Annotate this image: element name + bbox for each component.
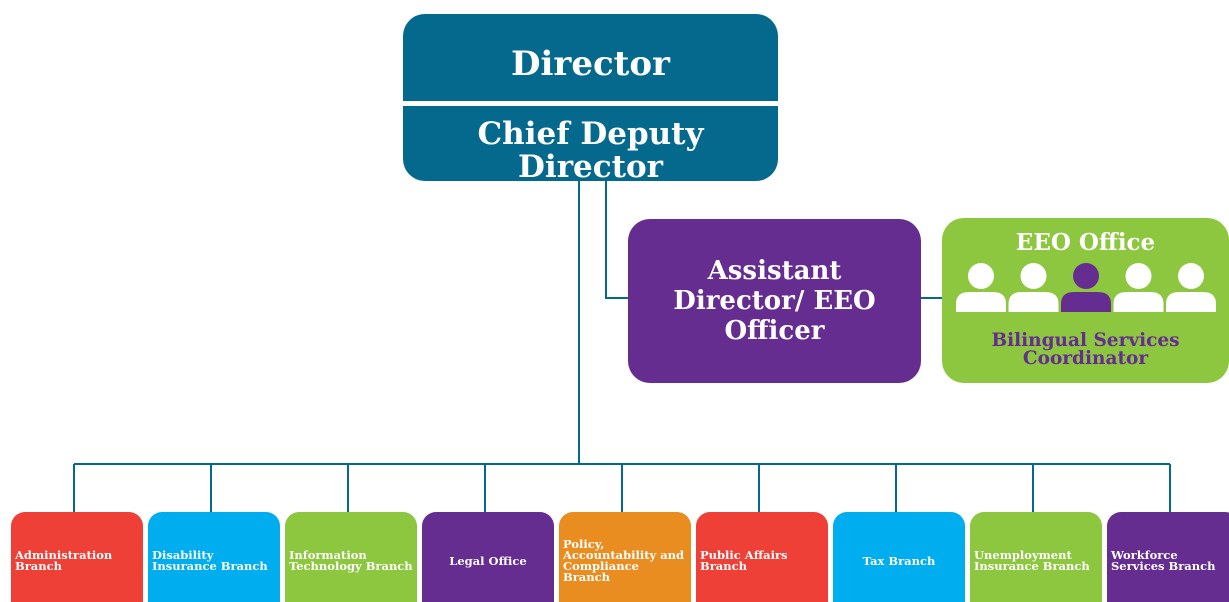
bilingual-services-coordinator-label: Bilingual Services Coordinator xyxy=(991,330,1180,369)
branch-label: Policy, Accountability and Compliance Br… xyxy=(563,537,685,584)
branch-box-7: Tax Branch xyxy=(833,512,965,602)
branch-box-9: Workforce Services Branch xyxy=(1107,512,1229,602)
branch-label: Unemployment Insurance Branch xyxy=(974,548,1090,573)
branch-box-4: Legal Office xyxy=(422,512,554,602)
branch-label: Tax Branch xyxy=(862,553,936,568)
director-title: Director xyxy=(511,44,670,84)
assistant-director-title: Assistant Director/ EEO Officer xyxy=(673,256,876,346)
assistant-director-box: Assistant Director/ EEO Officer xyxy=(628,219,921,383)
branch-label: Administration Branch xyxy=(15,548,113,573)
branch-box-5: Policy, Accountability and Compliance Br… xyxy=(559,512,691,602)
branch-label: Disability Insurance Branch xyxy=(152,548,268,573)
person-icon xyxy=(1113,263,1164,312)
branch-label: Public Affairs Branch xyxy=(700,548,788,573)
person-icon xyxy=(1008,263,1059,312)
director-divider xyxy=(403,101,778,106)
branch-box-6: Public Affairs Branch xyxy=(696,512,828,602)
branch-box-3: Information Technology Branch xyxy=(285,512,417,602)
branch-label: Workforce Services Branch xyxy=(1111,548,1216,573)
person-icon xyxy=(1061,263,1111,312)
branch-box-8: Unemployment Insurance Branch xyxy=(970,512,1102,602)
branch-label: Legal Office xyxy=(449,553,527,568)
person-icon xyxy=(1166,263,1216,312)
branch-box-2: Disability Insurance Branch xyxy=(148,512,280,602)
eeo-office-title: EEO Office xyxy=(1015,229,1156,256)
branch-label: Information Technology Branch xyxy=(289,548,413,573)
chief-deputy-director-title: Chief Deputy Director xyxy=(477,116,704,182)
eeo-people-icons xyxy=(956,263,1216,312)
branch-box-1: Administration Branch xyxy=(11,512,143,602)
director-box: Director Chief Deputy Director xyxy=(403,14,778,181)
person-icon xyxy=(956,263,1006,312)
connector-to-assistant xyxy=(605,181,628,299)
